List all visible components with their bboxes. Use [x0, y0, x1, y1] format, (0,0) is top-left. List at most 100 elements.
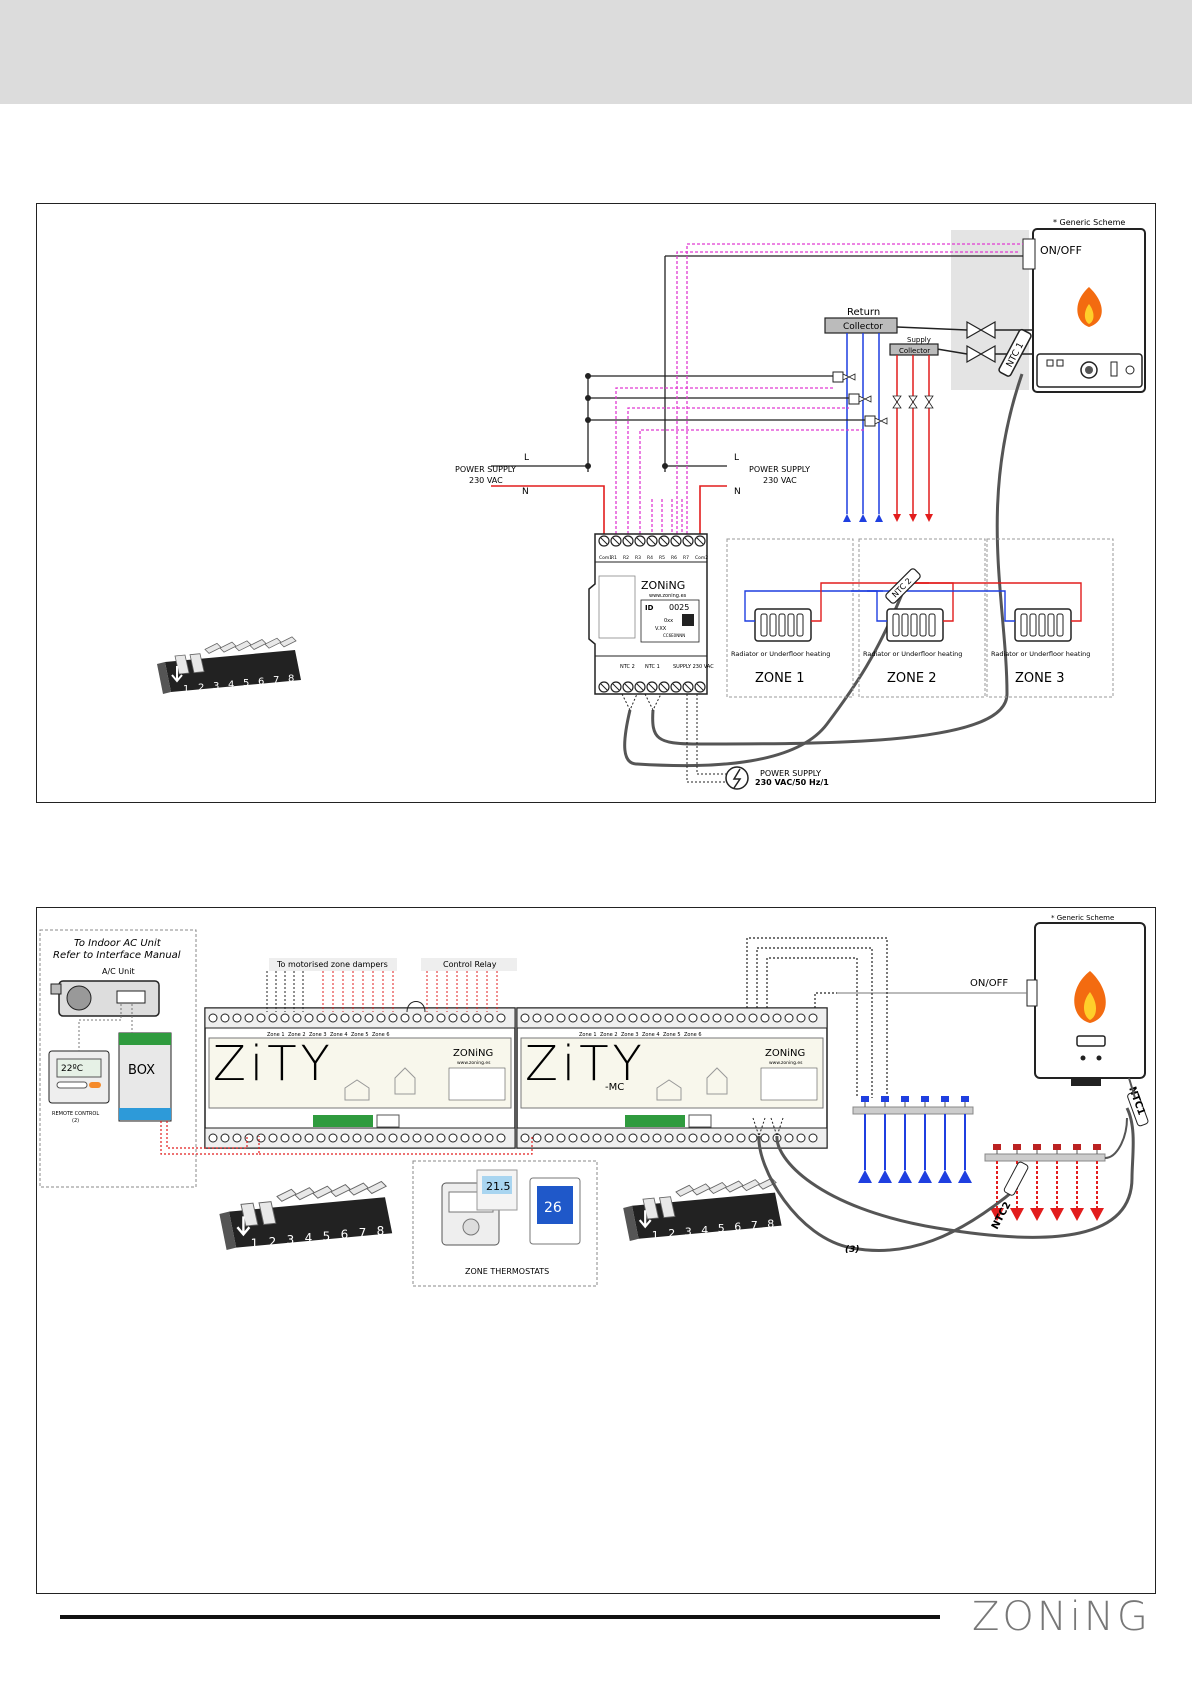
- terminal-screw: [256, 1013, 266, 1023]
- ntc1-sensor-2: [1127, 1091, 1149, 1127]
- dip-number: 7: [359, 1226, 367, 1240]
- terminal-screw: [736, 1133, 746, 1143]
- zity-brand: ZONiNG: [453, 1048, 493, 1059]
- terminal-label: R6: [671, 555, 677, 561]
- arrow-down-icon: [990, 1208, 1004, 1221]
- dip-number: 1: [183, 684, 189, 695]
- return-arrows: [843, 514, 883, 522]
- zone-caption: Radiator or Underfloor heating: [991, 650, 1090, 658]
- svg-text:L: L: [734, 453, 739, 463]
- svg-text:A/C Unit: A/C Unit: [102, 967, 135, 976]
- terminal-screw: [688, 1133, 698, 1143]
- terminal-screw: [700, 1013, 710, 1023]
- zone-terminal-label: Zone 5: [351, 1032, 369, 1038]
- zone-box: [726, 538, 854, 698]
- terminal-screw: [436, 1133, 446, 1143]
- valve-cap: [1013, 1144, 1021, 1150]
- zone-label: ZONE 3: [1015, 671, 1064, 686]
- zone-terminal-label: Zone 5: [663, 1032, 681, 1038]
- dip-number: 2: [198, 683, 204, 694]
- controller-brand: ZONiNG: [641, 579, 685, 592]
- terminal-label: NTC 2: [620, 664, 635, 670]
- supply-arrows: [893, 514, 933, 522]
- terminal-label: R7: [683, 555, 689, 561]
- terminal-screw: [604, 1133, 614, 1143]
- wiring-diagram-zity: To Indoor AC Unit Refer to Interface Man…: [36, 907, 1156, 1594]
- terminal-screw: [316, 1013, 326, 1023]
- dip-lever: [691, 1183, 711, 1196]
- indoor-ac-group: [39, 929, 197, 1188]
- terminal-label: R4: [647, 555, 653, 561]
- zone-terminal-label: Zone 4: [642, 1032, 660, 1038]
- dip-number: 3: [287, 1233, 295, 1247]
- terminal-label: R1: [611, 555, 617, 561]
- dip-lever: [312, 1185, 334, 1199]
- terminal-screw: [244, 1133, 254, 1143]
- dip-number: 8: [377, 1224, 385, 1238]
- valve-cap: [1053, 1144, 1061, 1150]
- house-icon: [344, 1079, 370, 1101]
- arrow-down-icon: [1030, 1208, 1044, 1221]
- terminal-screw: [340, 1013, 350, 1023]
- valve-cap: [1033, 1144, 1041, 1150]
- terminal-screw: [460, 1013, 470, 1023]
- dip-on-label: ON: [623, 1239, 642, 1253]
- dip-lever: [264, 637, 282, 649]
- valve-cap: [1073, 1144, 1081, 1150]
- zone-terminal-label: Zone 2: [600, 1032, 618, 1038]
- generic-scheme-label: * Generic Scheme: [1053, 218, 1125, 227]
- house-icon: [656, 1079, 682, 1101]
- terminal-screw: [268, 1013, 278, 1023]
- terminal-screw: [772, 1013, 782, 1023]
- remote-control: 22ºC: [48, 1050, 110, 1104]
- terminal-screw: [352, 1013, 362, 1023]
- control-wires: [491, 255, 1023, 472]
- zone-caption: Radiator or Underfloor heating: [863, 650, 962, 658]
- terminal-screw: [760, 1133, 770, 1143]
- zone-caption: Radiator or Underfloor heating: [731, 650, 830, 658]
- zone-valve-icons: [842, 373, 888, 425]
- return-manifold: [852, 1106, 974, 1115]
- terminal-screw: [340, 1133, 350, 1143]
- valve-cap: [881, 1096, 889, 1102]
- terminal-screw: [664, 1133, 674, 1143]
- terminal-screw: [304, 1013, 314, 1023]
- ntc-cables-2: [757, 1107, 1135, 1252]
- terminal-screw: [736, 1013, 746, 1023]
- zone-terminal-label: Zone 3: [309, 1032, 327, 1038]
- dip-number: 2: [668, 1227, 675, 1240]
- dip-lever: [294, 1187, 316, 1201]
- terminal-screw: [280, 1013, 290, 1023]
- terminal-screw: [532, 1133, 542, 1143]
- svg-text:V.XX: V.XX: [655, 626, 667, 632]
- on-off-label-2: ON/OFF: [970, 978, 1008, 989]
- dip-lever: [675, 1184, 695, 1197]
- terminal-screw: [280, 1133, 290, 1143]
- svg-text:www.zoning.es: www.zoning.es: [457, 1060, 491, 1066]
- svg-text:www.zoning.es: www.zoning.es: [769, 1060, 803, 1066]
- zity-logo: ZiTY: [213, 1036, 334, 1092]
- zone-terminal-label: Zone 2: [288, 1032, 306, 1038]
- terminal-screw: [388, 1133, 398, 1143]
- house-icon: [706, 1067, 728, 1095]
- flame-icon-2: [1074, 971, 1106, 1023]
- boiler-connection-area: [951, 230, 1029, 390]
- terminal-screw: [412, 1133, 422, 1143]
- terminal-screw: [784, 1013, 794, 1023]
- dip-number: 2: [269, 1235, 277, 1249]
- power-supply-icon: [725, 766, 749, 790]
- terminal-screw: [328, 1133, 338, 1143]
- svg-text:21.5: 21.5: [486, 1180, 511, 1193]
- terminal-screw: [616, 1133, 626, 1143]
- arrow-up-icon: [858, 1170, 872, 1183]
- ntc-cables: [623, 373, 1024, 768]
- footer-logo: ZONiNG: [972, 1594, 1151, 1640]
- terminal-screw: [472, 1133, 482, 1143]
- terminal-screw: [304, 1133, 314, 1143]
- svg-text:Collector: Collector: [843, 322, 883, 332]
- diagram1-canvas: * Generic Scheme ON/OFF NTC 1 Return Col…: [157, 218, 1146, 790]
- terminal-screw: [556, 1133, 566, 1143]
- terminal-screw: [664, 1013, 674, 1023]
- terminal-screw: [520, 1013, 530, 1023]
